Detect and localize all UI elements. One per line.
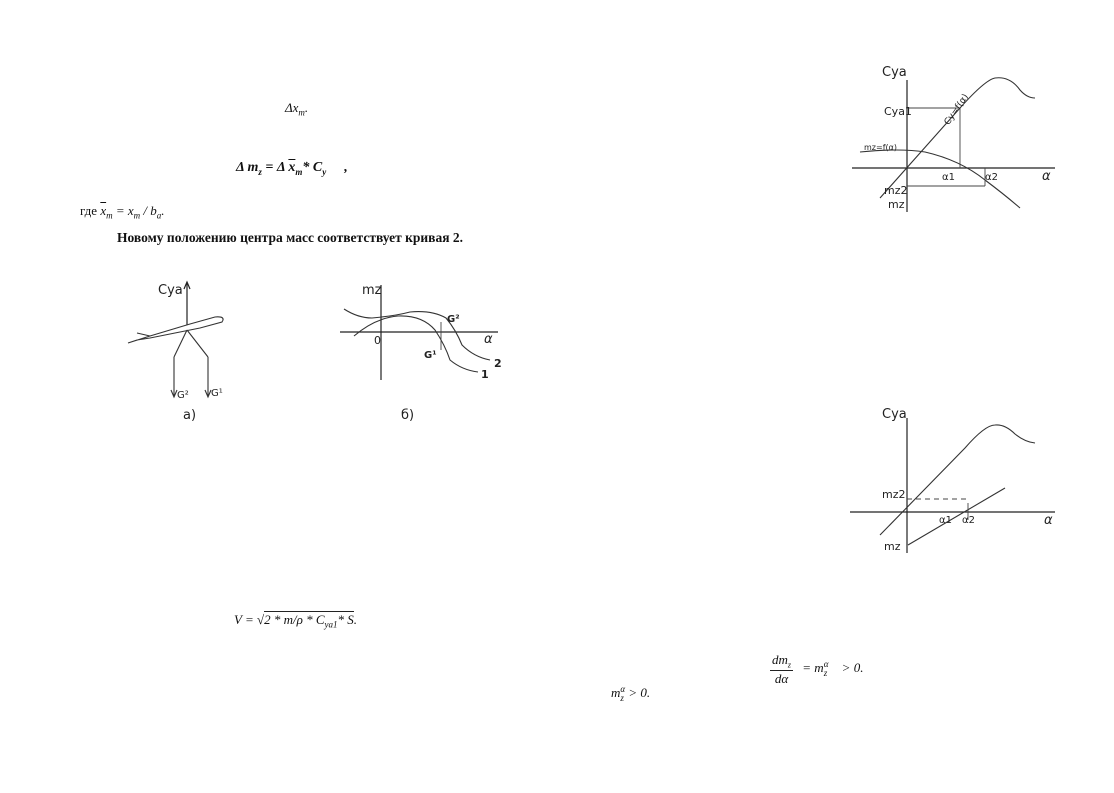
figure-bottom-right: Cya mz2 α1 α2 α mz — [850, 407, 1055, 553]
fig-tr-cya1-label: Cya1 — [884, 105, 912, 118]
fig-br-alpha-axis-label: α — [1044, 513, 1053, 528]
fig-a-caption: a) — [183, 408, 196, 423]
fig-tr-mz-curve-label: mz=f(α) — [864, 143, 897, 152]
fig-b-mz-label: mz — [362, 283, 382, 298]
delta-x-expression: Δxт. — [285, 100, 309, 118]
figure-top-right: Cya Cya1 Cy=f(α) mz=f(α) α1 α2 α mz2 mz — [852, 65, 1055, 212]
body-sentence: Новому положению центра масс соответству… — [117, 230, 464, 245]
equation-delta-mz: Δ mz = Δ xт* Cy, — [236, 160, 348, 177]
fig-br-mz-line — [907, 487, 1006, 546]
force-g1-arrowhead — [204, 389, 212, 399]
figure-a: Cya G² G¹ a) — [127, 280, 224, 423]
fig-b-curve-2 — [343, 308, 491, 361]
fig-a-g1-label: G¹ — [211, 388, 223, 399]
fig-br-cy-curve — [879, 424, 1036, 536]
fig-br-mz2-label: mz2 — [882, 488, 906, 501]
fig-tr-cya-label: Cya — [882, 65, 907, 80]
fig-b-zero-label: 0 — [374, 334, 381, 347]
fig-b-curve-2-label: 2 — [494, 357, 502, 370]
fig-tr-cy-curve — [879, 77, 1036, 199]
force-g2-arrowhead — [170, 389, 178, 399]
force-g2-line — [173, 329, 188, 358]
fig-tr-mz2-label: mz2 — [884, 184, 908, 197]
fig-tr-alpha2-label: α2 — [985, 172, 998, 183]
fig-a-cya-label: Cya — [158, 283, 183, 298]
aircraft-body — [127, 316, 224, 344]
fig-b-curve-1 — [353, 315, 479, 373]
fig-b-curve-1-label: 1 — [481, 368, 489, 381]
fig-a-g2-label: G² — [177, 390, 189, 401]
fig-tr-alpha1-label: α1 — [942, 172, 955, 183]
fig-br-alpha1-label: α1 — [939, 515, 952, 526]
where-definition: где xт = xт / ba. — [80, 203, 165, 221]
figure-b: mz 0 α G² G¹ 2 1 б) — [340, 283, 502, 423]
fig-b-g2-label: G² — [447, 314, 460, 325]
cya-arrowhead — [183, 280, 191, 290]
fig-br-alpha2-label: α2 — [962, 515, 975, 526]
fig-tr-cy-curve-label: Cy=f(α) — [943, 93, 971, 128]
fig-br-mz-label: mz — [884, 540, 901, 553]
fig-b-caption: б) — [401, 408, 414, 423]
fig-b-g1-label: G¹ — [424, 350, 437, 361]
fig-b-alpha-label: α — [484, 332, 493, 347]
force-g1-line — [186, 329, 209, 358]
fig-tr-mz-label: mz — [888, 198, 905, 211]
fig-br-cya-label: Cya — [882, 407, 907, 422]
equation-velocity: V = √2 * m/ρ * Cya1* S. — [234, 611, 358, 630]
fig-tr-mz-curve — [859, 149, 1021, 209]
fig-tr-alpha-axis-label: α — [1042, 169, 1051, 184]
aircraft-tail — [136, 332, 151, 337]
